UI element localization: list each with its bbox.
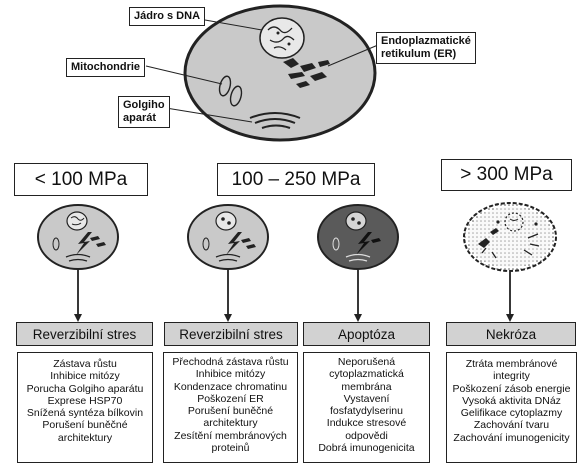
nucleus-shape	[259, 17, 305, 59]
outcome-header-necrosis: Nekróza	[446, 322, 576, 346]
callout-nucleus: Jádro s DNA	[129, 7, 206, 26]
callout-er-line2: retikulum (ER)	[381, 48, 457, 60]
effect-item: Gelifikace cytoplazmy	[460, 407, 563, 420]
effect-item: Poškození ER	[197, 392, 264, 405]
effect-item: membrána	[341, 380, 392, 393]
pressure-box-low: < 100 MPa	[14, 163, 148, 196]
effect-item: proteinů	[211, 442, 250, 455]
callout-mitochondria-text: Mitochondrie	[71, 61, 141, 73]
effect-item: Inhibice mitózy	[50, 370, 120, 383]
cell-apoptosis	[317, 204, 399, 270]
effect-item: architektury	[203, 417, 258, 430]
cell-low-pressure	[37, 204, 119, 270]
outcome-header-apoptosis: Apoptóza	[303, 322, 430, 346]
callout-er: Endoplazmatické retikulum (ER)	[376, 32, 476, 64]
outcome-header-reversible-2: Reverzibilní stres	[164, 322, 298, 346]
effect-item: Zachování imunogenicity	[453, 431, 570, 444]
outcome-header-reversible-1: Reverzibilní stres	[16, 322, 153, 346]
effects-list-reversible-2: Přechodná zástava růstu Inhibice mitózy …	[163, 352, 298, 463]
effect-item: fosfatydylserinu	[330, 405, 403, 418]
effect-item: Přechodná zástava růstu	[172, 356, 289, 368]
effect-item: Kondenzace chromatinu	[173, 380, 288, 393]
effect-item: Neporušená	[337, 356, 396, 368]
effect-item: integrity	[493, 370, 530, 383]
effect-item: odpovědi	[345, 429, 388, 442]
effect-item: Porušení buněčné	[42, 419, 128, 432]
effect-item: Snížená syntéza bílkovin	[26, 407, 144, 420]
effects-list-necrosis: Ztráta membránové integrity Poškození zá…	[446, 352, 577, 463]
effect-item: architektury	[57, 431, 113, 444]
arrows	[74, 270, 514, 322]
effect-item: Indukce stresové	[326, 417, 407, 430]
golgi-shape	[249, 112, 301, 129]
effect-item: Poškození zásob energie	[452, 382, 571, 395]
outcome-label: Nekróza	[485, 326, 537, 342]
effect-item: Dobrá imunogenicita	[318, 442, 415, 455]
effects-list-reversible-1: Zástava růstu Inhibice mitózy Porucha Go…	[17, 352, 153, 463]
effect-item: Inhibice mitózy	[195, 368, 266, 381]
effect-item: Porušení buněčné	[187, 405, 274, 418]
pressure-medium-label: 100 – 250 MPa	[231, 168, 361, 190]
callout-nucleus-text: Jádro s DNA	[134, 10, 201, 22]
effect-item: Zachování tvaru	[473, 419, 550, 432]
outcome-label: Reverzibilní stres	[179, 326, 283, 342]
main-cell-diagram	[145, 4, 379, 142]
pressure-box-medium: 100 – 250 MPa	[217, 163, 375, 196]
effect-item: Porucha Golgiho aparátu	[26, 382, 144, 395]
outcome-label: Reverzibilní stres	[32, 326, 137, 342]
mitochondria-shapes	[218, 75, 243, 107]
effect-item: Vystavení	[343, 392, 390, 405]
cell-necrosis	[463, 202, 557, 272]
callout-golgi-line1: Golgiho	[123, 99, 165, 111]
callout-golgi: Golgiho aparát	[118, 96, 170, 128]
effect-item: cytoplazmatická	[329, 368, 404, 381]
pressure-low-label: < 100 MPa	[34, 168, 128, 190]
main-cell-membrane	[183, 4, 377, 142]
effect-item: Vysoká aktivita DNáz	[462, 394, 561, 407]
callout-mitochondria: Mitochondrie	[66, 58, 146, 77]
pressure-high-label: > 300 MPa	[460, 164, 553, 185]
callout-er-line1: Endoplazmatické	[381, 35, 471, 47]
effects-list-apoptosis: Neporušená cytoplazmatická membrána Vyst…	[303, 352, 430, 463]
effect-item: Exprese HSP70	[47, 394, 123, 407]
outcome-label: Apoptóza	[337, 326, 396, 342]
effect-item: Ztráta membránové	[465, 358, 558, 370]
pressure-box-high: > 300 MPa	[441, 159, 572, 191]
callout-golgi-line2: aparát	[123, 112, 157, 124]
effect-item: Zesítění membránových	[174, 429, 287, 442]
cell-medium-pressure	[187, 204, 269, 270]
effect-item: Zástava růstu	[53, 358, 117, 370]
er-shape	[283, 58, 330, 88]
